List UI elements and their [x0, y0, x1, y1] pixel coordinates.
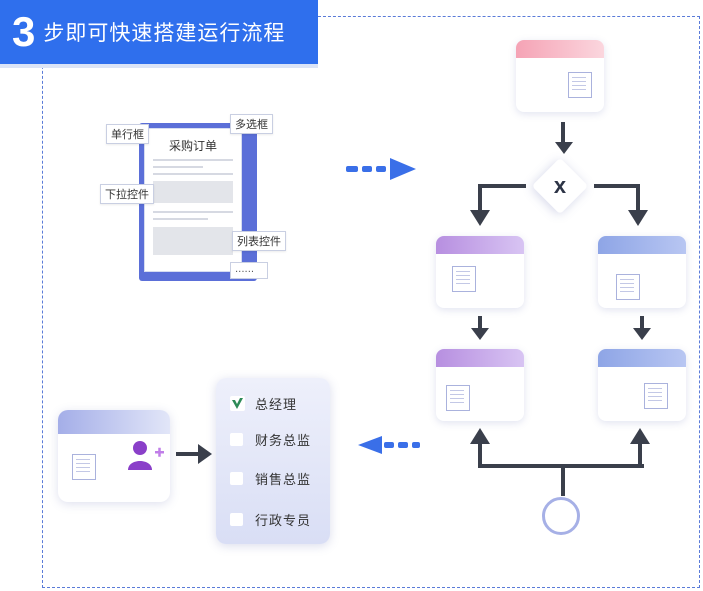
- step-badge: 3 步即可快速搭建运行流程: [0, 0, 318, 64]
- start-event-circle: [542, 497, 580, 535]
- approver-label: 行政专员: [255, 514, 312, 529]
- approver-list: 总经理 财务总监 销售总监 行政专员: [216, 378, 330, 544]
- card-header: [436, 349, 524, 367]
- form-line: [153, 211, 233, 213]
- approver-label: 销售总监: [255, 473, 312, 488]
- approver-item[interactable]: 财务总监: [230, 430, 311, 449]
- frame-top-border: [318, 16, 700, 17]
- approver-label: 总经理: [255, 398, 298, 413]
- add-person-icon: [128, 441, 164, 470]
- card-header: [598, 349, 686, 367]
- checkbox[interactable]: [230, 513, 243, 526]
- document-icon: [452, 266, 476, 292]
- flow-card-left-2: [436, 349, 524, 421]
- tag-single-line: 单行框: [106, 124, 149, 144]
- form-paper: 采购订单: [144, 128, 242, 272]
- checkbox[interactable]: [230, 472, 243, 485]
- form-block: [153, 181, 233, 203]
- dashed-frame: [42, 16, 700, 588]
- gateway-label: x: [553, 173, 567, 198]
- flow-card-right-1: [598, 236, 686, 308]
- flow-card-left-1: [436, 236, 524, 308]
- tag-dropdown: 下拉控件: [100, 184, 154, 204]
- form-line: [153, 166, 203, 168]
- card-header: [598, 236, 686, 254]
- approver-item[interactable]: 销售总监: [230, 469, 311, 488]
- ellipsis-box: ......: [230, 262, 268, 279]
- document-icon: [72, 454, 96, 480]
- document-icon: [446, 385, 470, 411]
- check-icon: [230, 396, 245, 411]
- flow-card-right-2: [598, 349, 686, 421]
- form-line: [153, 218, 208, 220]
- approver-item[interactable]: 总经理: [230, 394, 297, 413]
- form-block: [153, 227, 233, 255]
- step-number: 3: [12, 8, 36, 55]
- checkbox[interactable]: [230, 433, 243, 446]
- document-icon: [644, 383, 668, 409]
- form-title: 采购订单: [168, 139, 217, 153]
- card-header: [58, 410, 170, 434]
- flow-card-start: [516, 40, 604, 112]
- form-line: [153, 159, 233, 161]
- approver-item[interactable]: 行政专员: [230, 510, 311, 529]
- card-header: [516, 40, 604, 58]
- step-title: 步即可快速搭建运行流程: [43, 21, 286, 45]
- initiator-card: [58, 410, 170, 502]
- document-icon: [568, 72, 592, 98]
- card-header: [436, 236, 524, 254]
- approver-label: 财务总监: [255, 434, 312, 449]
- tag-multi-select: 多选框: [230, 114, 273, 134]
- document-icon: [616, 274, 640, 300]
- tag-list: 列表控件: [232, 231, 286, 251]
- form-line: [153, 173, 233, 175]
